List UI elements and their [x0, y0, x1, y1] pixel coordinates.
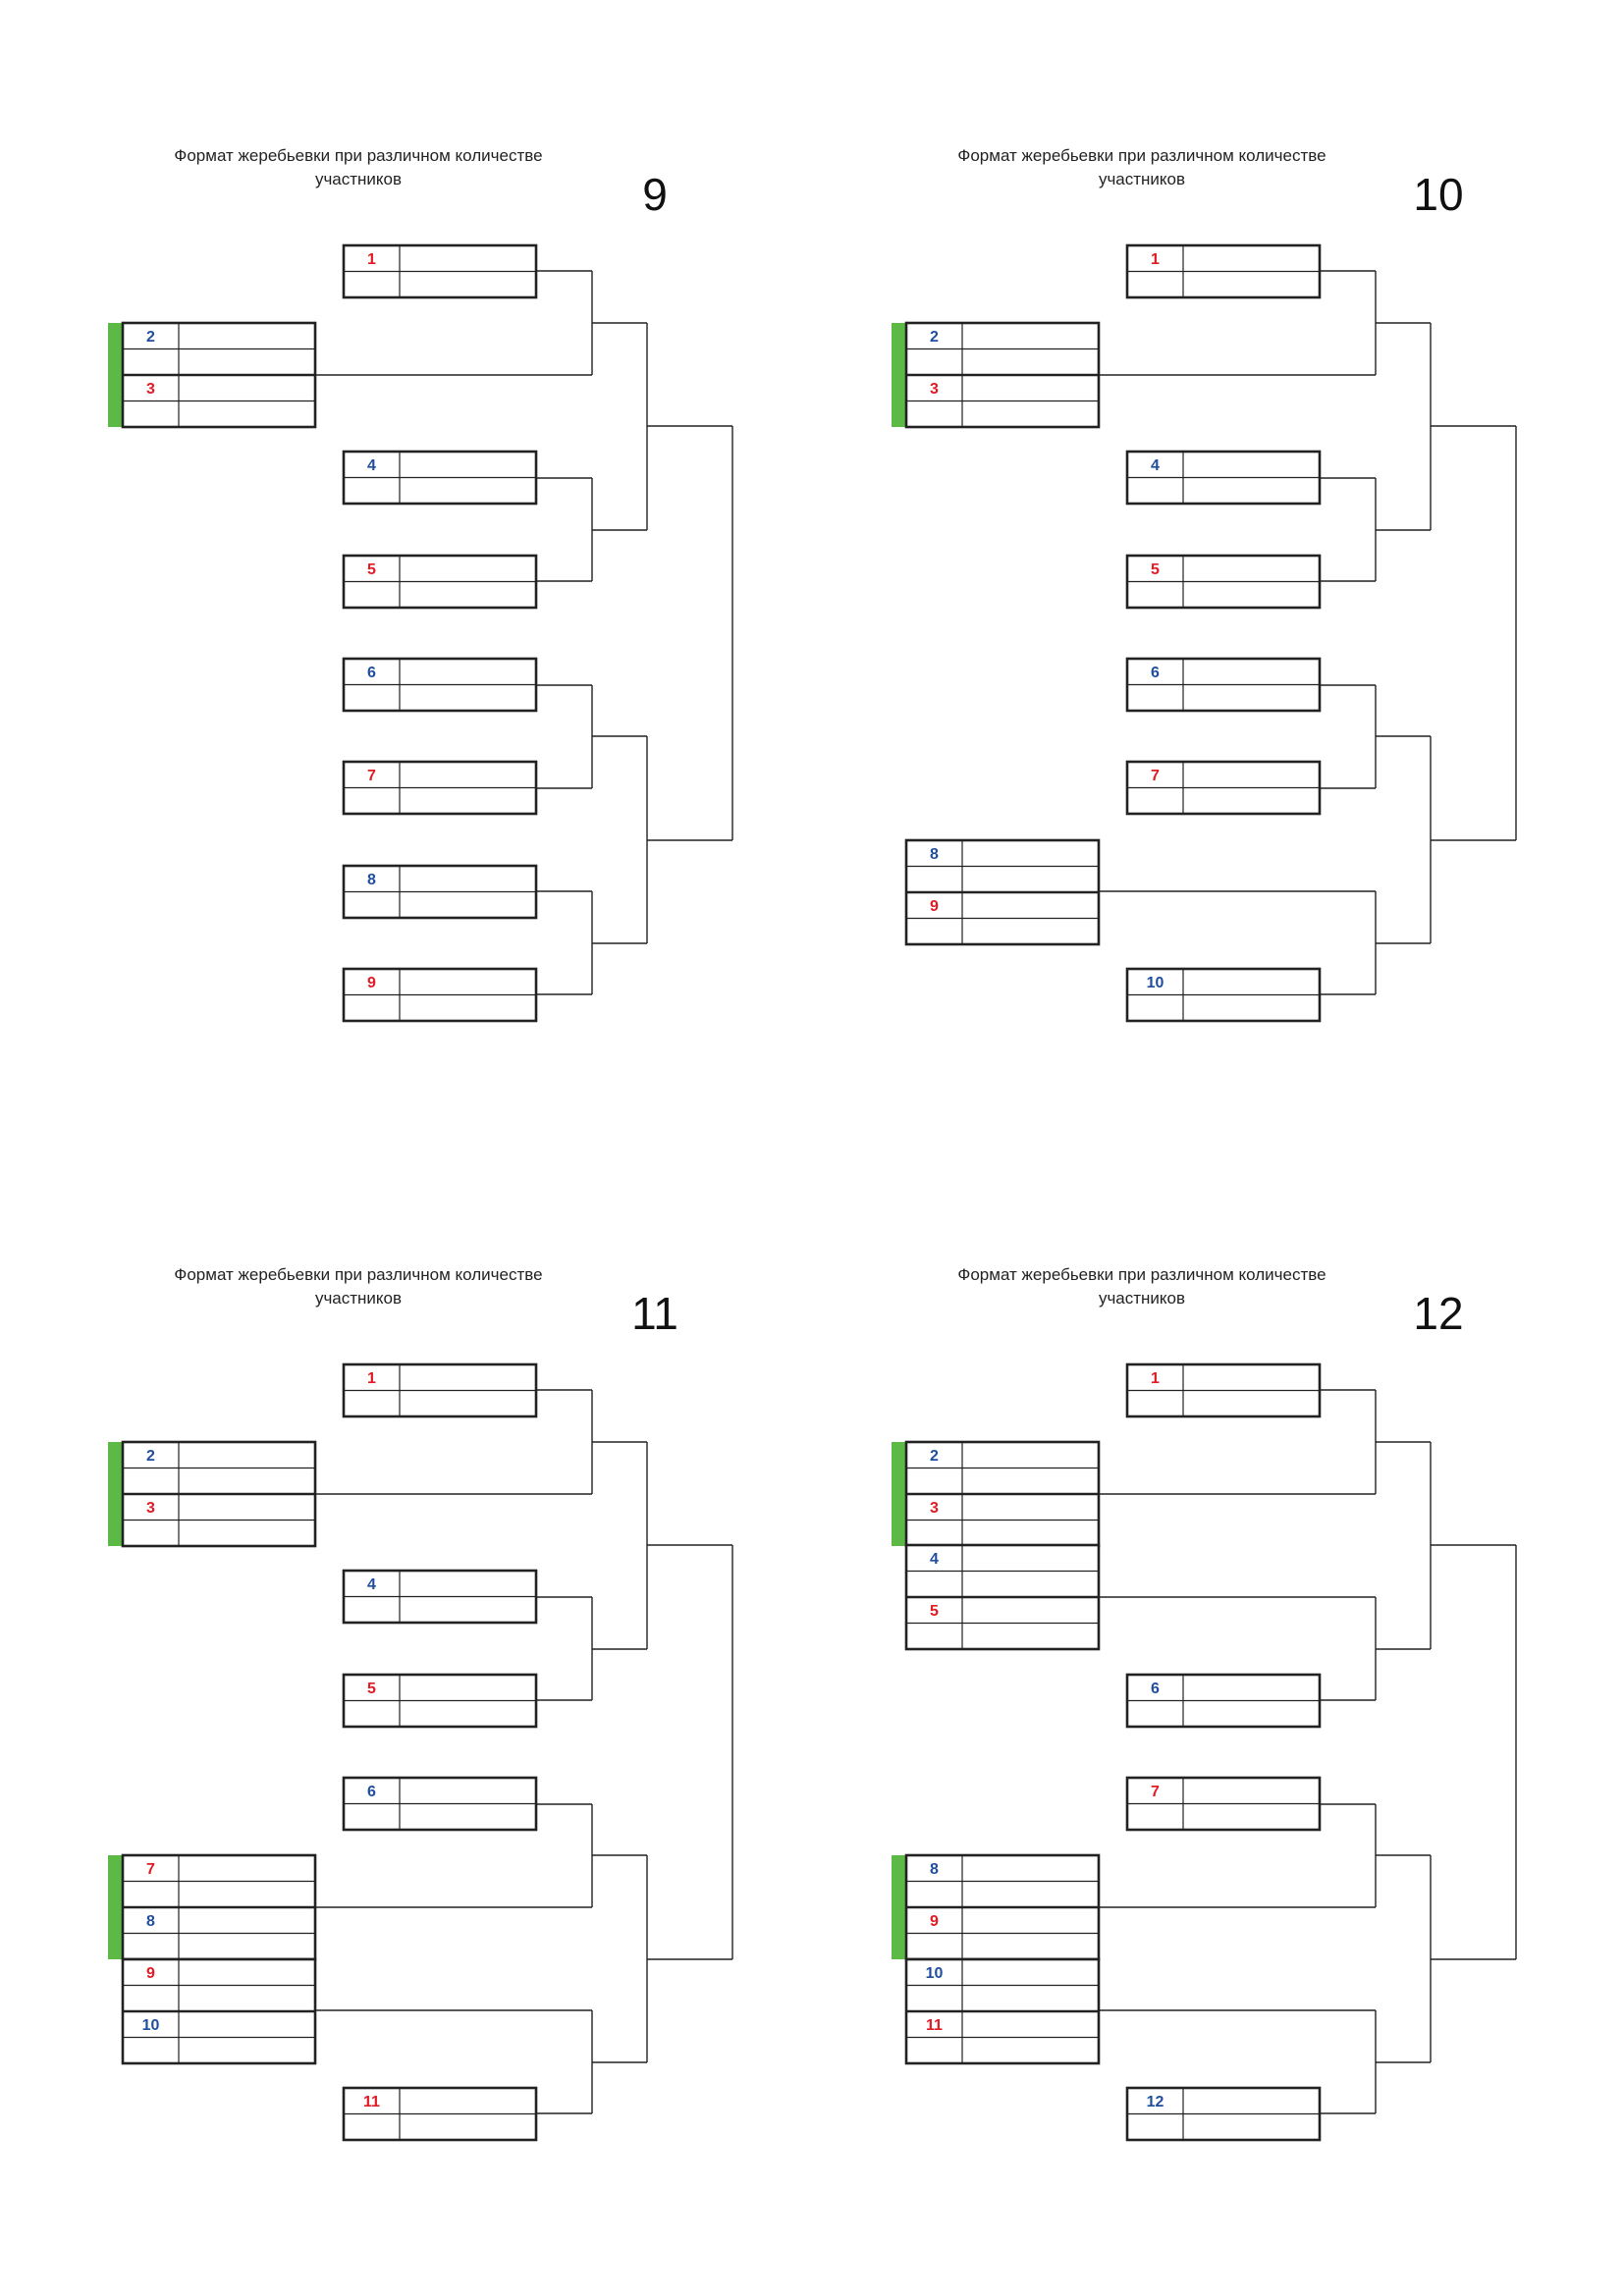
- seed-box[interactable]: 6: [1125, 1673, 1322, 1729]
- group-marker-bar: [892, 1855, 906, 1959]
- seed-box[interactable]: 10: [1125, 967, 1322, 1023]
- group-marker-bar: [108, 1442, 123, 1546]
- seed-box[interactable]: 89: [904, 838, 1101, 946]
- group-marker-bar: [108, 323, 123, 427]
- seed-number: 3: [930, 1500, 939, 1517]
- seed-box[interactable]: 1: [342, 1362, 538, 1418]
- bracket-caption: Формат жеребьевки при различном количест…: [957, 1265, 1326, 1284]
- seed-number: 1: [1151, 251, 1160, 268]
- seed-box[interactable]: 1: [1125, 243, 1322, 299]
- seed-number: 7: [367, 768, 376, 784]
- seed-box[interactable]: 23: [108, 1440, 317, 1548]
- seed-number: 6: [367, 1784, 376, 1800]
- bracket-caption: Формат жеребьевки при различном количест…: [174, 146, 542, 165]
- participant-count: 10: [1413, 169, 1463, 220]
- seed-box[interactable]: 4: [1125, 450, 1322, 506]
- seed-box[interactable]: 6: [1125, 657, 1322, 713]
- seed-number: 7: [1151, 768, 1160, 784]
- seed-box[interactable]: 9: [342, 967, 538, 1023]
- seed-number: 10: [1147, 975, 1164, 991]
- group-marker-bar: [892, 323, 906, 427]
- seed-number: 1: [367, 251, 376, 268]
- seed-box[interactable]: 23: [892, 321, 1101, 429]
- seed-box[interactable]: 7: [1125, 760, 1322, 816]
- bracket-caption: Формат жеребьевки при различном количест…: [957, 146, 1326, 165]
- bracket-caption-line2: участников: [315, 170, 402, 188]
- seed-box[interactable]: 23: [108, 321, 317, 429]
- bracket-12: Формат жеребьевки при различном количест…: [892, 1265, 1517, 2142]
- seed-number: 1: [367, 1370, 376, 1387]
- seed-box[interactable]: 4: [342, 450, 538, 506]
- seed-number: 7: [1151, 1784, 1160, 1800]
- seed-number: 4: [367, 1576, 376, 1593]
- seed-number: 9: [930, 898, 939, 915]
- seed-box[interactable]: 23: [892, 1440, 1101, 1548]
- seed-number: 3: [146, 381, 155, 398]
- bracket-caption: Формат жеребьевки при различном количест…: [174, 1265, 542, 1284]
- seed-number: 8: [930, 846, 939, 863]
- seed-box[interactable]: 5: [1125, 554, 1322, 610]
- seed-number: 5: [1151, 561, 1160, 578]
- seed-number: 5: [367, 561, 376, 578]
- seed-box[interactable]: 1: [1125, 1362, 1322, 1418]
- seed-number: 8: [367, 872, 376, 888]
- seed-number: 3: [146, 1500, 155, 1517]
- participant-count: 11: [631, 1288, 678, 1339]
- seed-number: 4: [1151, 457, 1160, 474]
- seed-number: 9: [930, 1913, 939, 1930]
- seed-box[interactable]: 11: [342, 2086, 538, 2142]
- participant-count: 9: [642, 169, 668, 220]
- seed-number: 5: [367, 1681, 376, 1697]
- seed-box[interactable]: 6: [342, 657, 538, 713]
- seed-number: 6: [1151, 665, 1160, 681]
- seed-number: 9: [367, 975, 376, 991]
- bracket-caption-line2: участников: [315, 1289, 402, 1308]
- bracket-9: Формат жеребьевки при различном количест…: [108, 146, 733, 1023]
- bracket-11: Формат жеребьевки при различном количест…: [108, 1265, 733, 2142]
- seed-box[interactable]: 12: [1125, 2086, 1322, 2142]
- seed-box[interactable]: 45: [904, 1543, 1101, 1651]
- seed-number: 5: [930, 1603, 939, 1620]
- bracket-10: Формат жеребьевки при различном количест…: [892, 146, 1517, 1023]
- seed-number: 2: [930, 329, 939, 346]
- seed-number: 8: [146, 1913, 155, 1930]
- seed-number: 6: [367, 665, 376, 681]
- group-marker-bar: [892, 1442, 906, 1546]
- seed-number: 2: [146, 329, 155, 346]
- seed-number: 3: [930, 381, 939, 398]
- seed-box[interactable]: 6: [342, 1776, 538, 1832]
- seed-number: 2: [930, 1448, 939, 1465]
- seed-number: 9: [146, 1965, 155, 1982]
- seed-box[interactable]: 78: [108, 1853, 317, 1961]
- seed-number: 12: [1147, 2094, 1164, 2110]
- seed-number: 7: [146, 1861, 155, 1878]
- seed-number: 1: [1151, 1370, 1160, 1387]
- seed-box[interactable]: 7: [1125, 1776, 1322, 1832]
- bracket-caption-line2: участников: [1099, 1289, 1185, 1308]
- seed-number: 8: [930, 1861, 939, 1878]
- seed-box[interactable]: 8: [342, 864, 538, 920]
- bracket-caption-line2: участников: [1099, 170, 1185, 188]
- seed-box[interactable]: 7: [342, 760, 538, 816]
- seed-box[interactable]: 1: [342, 243, 538, 299]
- seed-box[interactable]: 10 11: [904, 1957, 1101, 2065]
- group-marker-bar: [108, 1855, 123, 1959]
- seed-number: 4: [930, 1551, 939, 1568]
- seed-number: 2: [146, 1448, 155, 1465]
- seed-box[interactable]: 89: [892, 1853, 1101, 1961]
- seed-box[interactable]: 4: [342, 1569, 538, 1625]
- seed-box[interactable]: 5: [342, 1673, 538, 1729]
- seed-number: 6: [1151, 1681, 1160, 1697]
- seed-number: 11: [926, 2017, 943, 2034]
- seed-number: 4: [367, 457, 376, 474]
- seed-box[interactable]: 9 10: [121, 1957, 317, 2065]
- seed-number: 10: [926, 1965, 944, 1982]
- seed-box[interactable]: 5: [342, 554, 538, 610]
- participant-count: 12: [1413, 1288, 1463, 1339]
- seed-number: 11: [363, 2094, 380, 2110]
- seed-number: 10: [142, 2017, 160, 2034]
